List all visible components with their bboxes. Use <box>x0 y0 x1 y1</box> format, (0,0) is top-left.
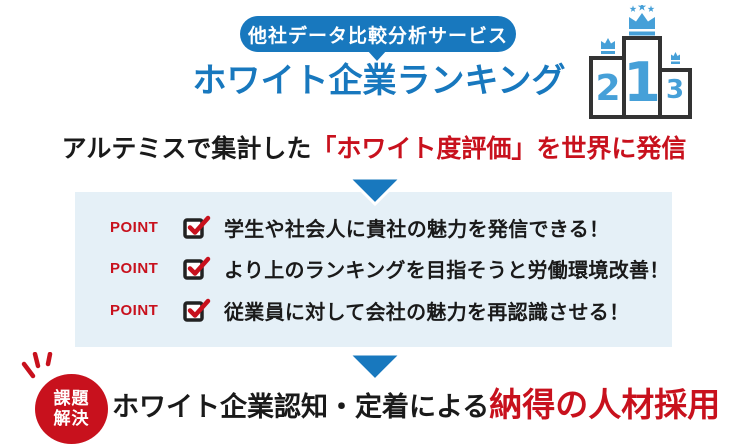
conclusion-red-text: 納得の人材採用 <box>489 386 721 423</box>
rank-3-number: 3 <box>666 75 684 105</box>
emphasis-lines-icon <box>21 352 53 379</box>
podium-first-place <box>622 36 662 119</box>
checkbox-icon <box>183 256 211 280</box>
point-text: より上のランキングを目指そうと労働環境改善！ <box>224 259 670 282</box>
down-arrow-icon <box>346 176 404 207</box>
rank-2-number: 2 <box>595 68 620 109</box>
checkbox-icon <box>183 215 211 239</box>
point-label: POINT <box>110 259 159 277</box>
point-text: 学生や社会人に貴社の魅力を発信できる！ <box>224 218 610 241</box>
speech-bubble-tail <box>367 50 387 61</box>
badge-line-2: 解決 <box>53 409 90 428</box>
page-title: ホワイト企業ランキング <box>192 62 566 100</box>
conclusion-text: ホワイト企業認知・定着による納得の人材採用 <box>112 382 720 435</box>
point-text: 従業員に対して会社の魅力を再認識させる！ <box>224 301 630 324</box>
point-row-3: POINT 従業員に対して会社の魅力を再認識させる！ <box>110 295 629 325</box>
podium-third-place <box>658 68 692 119</box>
points-panel: POINT 学生や社会人に貴社の魅力を発信できる！ POINT より上のランキン… <box>75 192 672 347</box>
point-row-2: POINT より上のランキングを目指そうと労働環境改善！ <box>110 253 670 283</box>
service-badge-label: 他社データ比較分析サービス <box>247 25 508 47</box>
subtitle-black-text: アルテミスで集計した <box>61 135 312 163</box>
badge-line-1: 課題 <box>53 388 90 408</box>
point-row-1: POINT 学生や社会人に貴社の魅力を発信できる！ <box>110 212 609 242</box>
problem-solved-badge: 課題 解決 <box>35 374 108 444</box>
subtitle: アルテミスで集計した「ホワイト度評価」を世界に発信 <box>0 129 748 165</box>
point-label: POINT <box>110 301 159 319</box>
crown-first-icon <box>629 5 655 36</box>
point-label: POINT <box>110 218 159 236</box>
crown-third-icon <box>671 52 680 64</box>
crown-second-icon <box>601 38 615 54</box>
podium-second-place <box>589 56 627 119</box>
subtitle-red-text: 「ホワイト度評価」を世界に発信 <box>311 135 687 163</box>
checkbox-icon <box>183 298 211 322</box>
rank-1-number: 1 <box>623 51 661 114</box>
conclusion-black-text: ホワイト企業認知・定着による <box>112 392 490 422</box>
down-arrow-icon <box>346 352 404 383</box>
ranking-podium-icon: 2 1 3 <box>589 5 692 119</box>
service-badge: 他社データ比較分析サービス <box>240 16 516 52</box>
